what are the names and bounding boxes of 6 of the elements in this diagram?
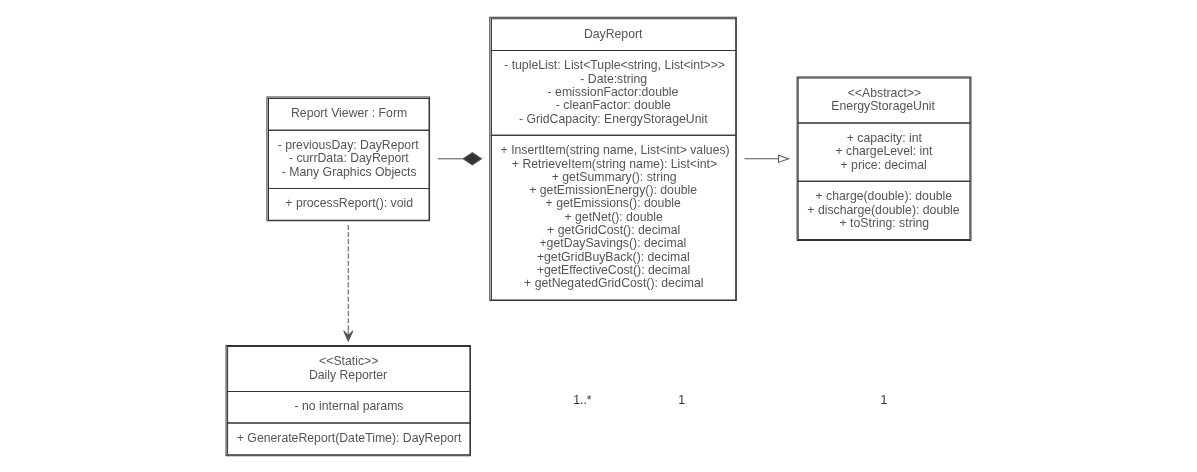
label: 1 [880, 392, 888, 407]
label: 1..* [573, 392, 592, 407]
arrow [343, 224, 354, 341]
arrow [744, 154, 791, 163]
connector [437, 151, 483, 166]
label: 1 [678, 392, 685, 407]
